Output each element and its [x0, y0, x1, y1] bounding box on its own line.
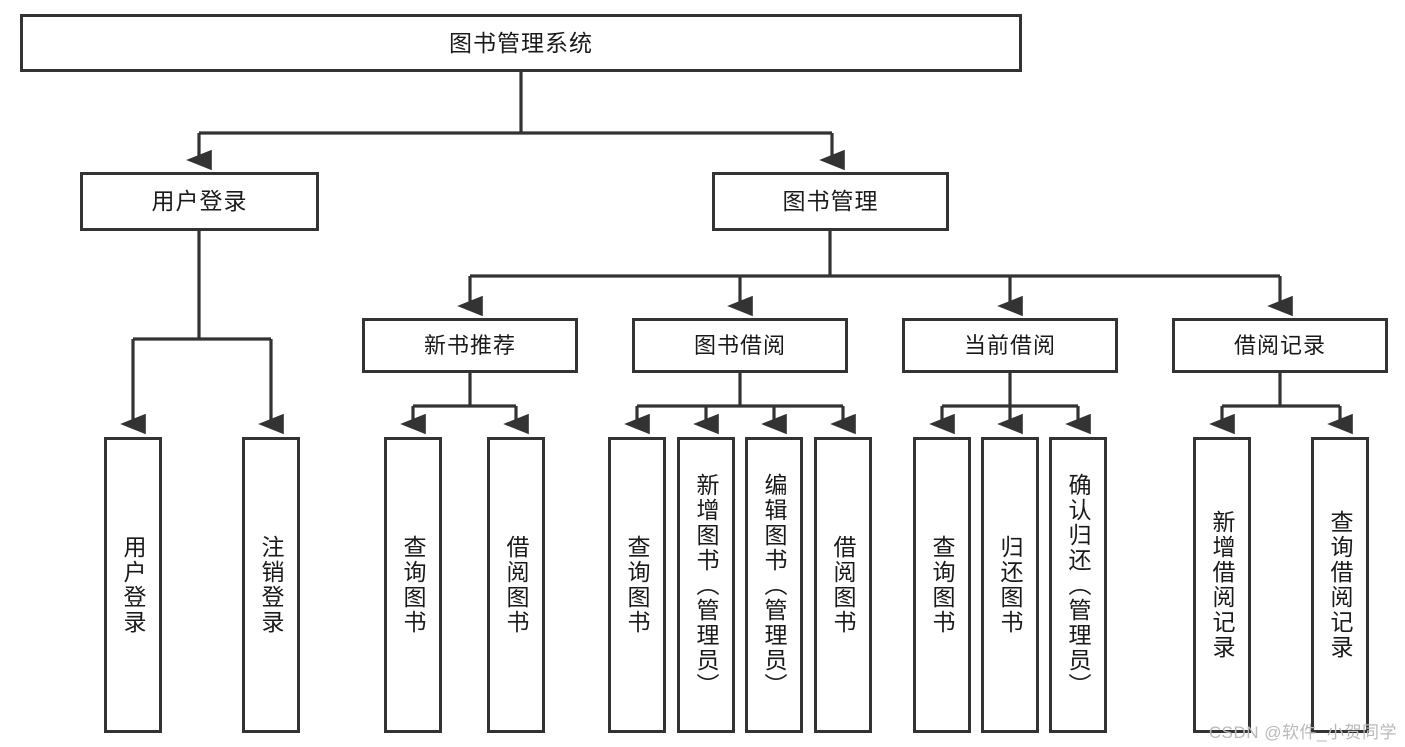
node-label: 当前借阅 — [963, 332, 1056, 358]
leaf-borrow-book-recommend[interactable]: 借阅图书 — [487, 437, 545, 733]
leaf-edit-book-admin[interactable]: 编辑图书（管理员） — [745, 437, 803, 733]
leaf-logout-login[interactable]: 注销登录 — [242, 437, 300, 733]
node-user-login[interactable]: 用户登录 — [80, 172, 319, 231]
node-label: 确认归还（管理员） — [1065, 472, 1092, 698]
node-label: 图书借阅 — [693, 332, 786, 358]
leaf-query-book-borrow[interactable]: 查询图书 — [608, 437, 666, 733]
node-label: 借阅记录 — [1233, 332, 1326, 358]
leaf-confirm-return-admin[interactable]: 确认归还（管理员） — [1049, 437, 1107, 733]
node-label: 注销登录 — [258, 535, 285, 635]
node-label: 借阅图书 — [830, 535, 857, 635]
node-new-book-recommend[interactable]: 新书推荐 — [362, 318, 578, 373]
leaf-query-borrow-record[interactable]: 查询借阅记录 — [1311, 437, 1369, 733]
leaf-add-book-admin[interactable]: 新增图书（管理员） — [677, 437, 735, 733]
node-label: 图书管理系统 — [449, 29, 593, 56]
node-label: 查询借阅记录 — [1327, 510, 1354, 660]
csdn-watermark: CSDN @软件_小贺同学 — [1208, 723, 1397, 742]
node-label: 图书管理 — [782, 188, 879, 215]
node-borrow-record[interactable]: 借阅记录 — [1172, 318, 1388, 373]
leaf-borrow-book[interactable]: 借阅图书 — [814, 437, 872, 733]
node-label: 借阅图书 — [503, 535, 530, 635]
node-label: 查询图书 — [400, 535, 427, 635]
leaf-query-book-recommend[interactable]: 查询图书 — [384, 437, 442, 733]
node-label: 查询图书 — [929, 535, 956, 635]
node-book-management[interactable]: 图书管理 — [712, 172, 949, 231]
node-label: 新增借阅记录 — [1209, 510, 1236, 660]
node-label: 用户登录 — [120, 535, 147, 635]
leaf-query-book-current[interactable]: 查询图书 — [913, 437, 971, 733]
node-book-borrow[interactable]: 图书借阅 — [632, 318, 848, 373]
node-current-borrow[interactable]: 当前借阅 — [902, 318, 1118, 373]
leaf-return-book[interactable]: 归还图书 — [981, 437, 1039, 733]
node-label: 编辑图书（管理员） — [761, 472, 788, 698]
node-root-book-management-system[interactable]: 图书管理系统 — [20, 14, 1022, 72]
node-label: 新书推荐 — [423, 332, 516, 358]
node-label: 新增图书（管理员） — [693, 472, 720, 698]
node-label: 查询图书 — [624, 535, 651, 635]
leaf-user-login[interactable]: 用户登录 — [104, 437, 162, 733]
leaf-add-borrow-record[interactable]: 新增借阅记录 — [1193, 437, 1251, 733]
node-label: 归还图书 — [997, 535, 1024, 635]
node-label: 用户登录 — [151, 188, 248, 215]
